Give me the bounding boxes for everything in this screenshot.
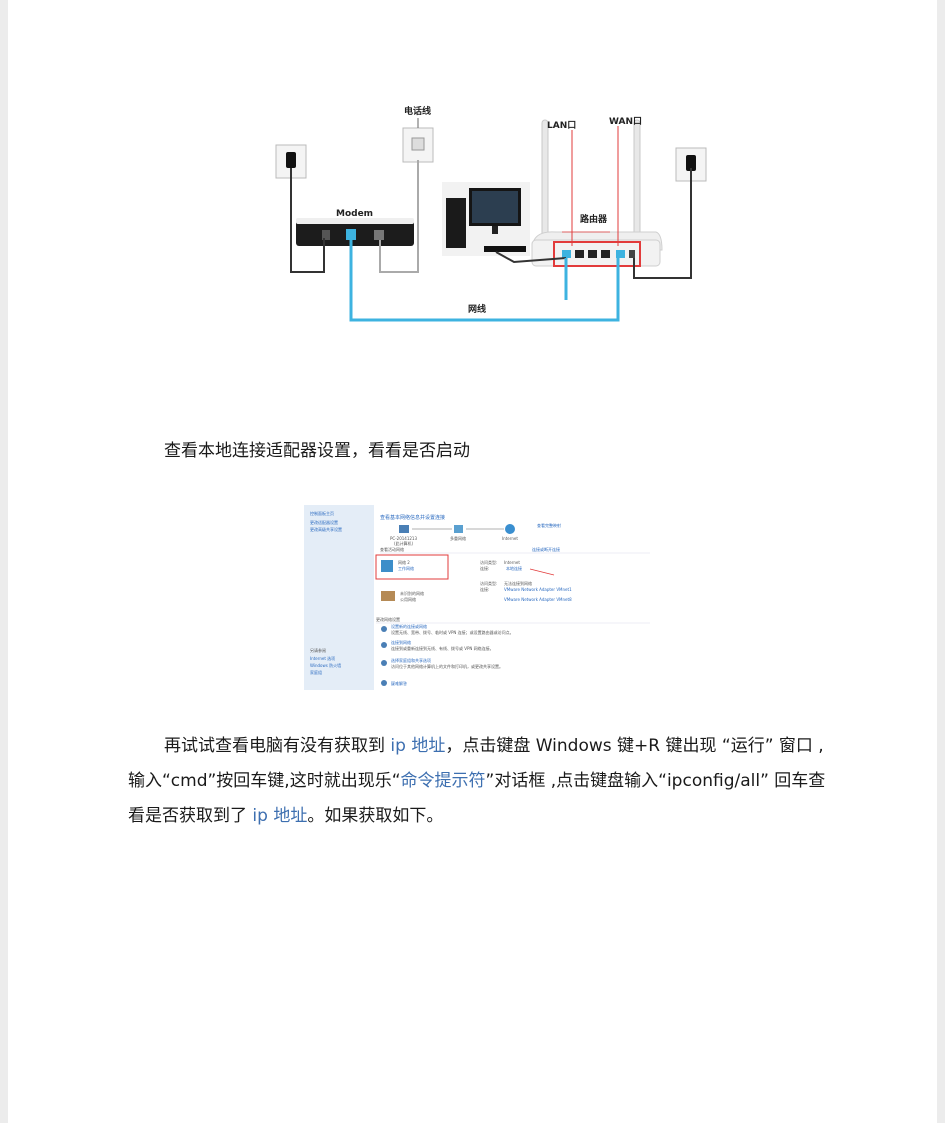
network-bench-icon xyxy=(381,560,393,572)
local-connection-link: 本地连接 xyxy=(506,565,522,571)
change-settings-heading: 更改网络设置 xyxy=(376,616,400,622)
network-sharing-center-screenshot: 控制面板主页 更改适配器设置 更改高级共享设置 另请参阅 Internet 选项… xyxy=(304,505,656,690)
connections-label: 连接: xyxy=(480,565,489,571)
access-type-label-2: 访问类型: xyxy=(480,580,497,586)
mid-node-label: 多重网络 xyxy=(450,535,466,541)
paragraph-adapter-settings: 查看本地连接适配器设置，看看是否启动 xyxy=(164,441,470,461)
task2-desc: 连接到或重新连接到无线、有线、拨号或 VPN 网络连接。 xyxy=(391,645,494,651)
command-prompt-link[interactable]: 命令提示符 xyxy=(400,771,486,791)
multi-network-node-icon xyxy=(454,525,463,533)
network2-type: 公用网络 xyxy=(400,596,416,602)
access-type-value-2: 无法连接到网络 xyxy=(504,580,532,586)
sidebar-homegroup: 家庭组 xyxy=(310,669,322,675)
screenshot-title: 查看基本网络信息并设置连接 xyxy=(380,514,445,521)
vmnet8-link: VMware Network Adapter VMnet8 xyxy=(504,597,572,602)
document-page: 电话线 Modem xyxy=(8,0,937,1123)
p2-text-4: 。如果获取如下。 xyxy=(307,806,444,826)
p2-text-1: 再试试查看电脑有没有获取到 xyxy=(164,736,391,756)
pc-node-icon xyxy=(399,525,409,533)
network-highlight-box xyxy=(375,554,449,580)
p2-text-2: ，点击键盘 Windows 键+R 键出现 “运行” 窗口 ,输入“cmd”按回… xyxy=(128,736,824,791)
cable-label: 网线 xyxy=(468,303,486,315)
phone-line-label: 电话线 xyxy=(404,105,431,117)
sidebar-sharing-link: 更改高级共享设置 xyxy=(310,526,342,532)
task3-desc: 访问位于其他网络计算机上的文件和打印机，或更改共享设置。 xyxy=(391,663,503,669)
sidebar-firewall: Windows 防火墙 xyxy=(310,662,341,668)
lan-port-label: LAN口 xyxy=(547,120,576,131)
sidebar-home-link: 控制面板主页 xyxy=(310,510,334,516)
task1-title: 设置新的连接或网络 xyxy=(391,623,427,629)
active-networks-heading: 查看活动网络 xyxy=(380,546,404,552)
access-type-label: 访问类型: xyxy=(480,559,497,565)
vmnet1-link: VMware Network Adapter VMnet1 xyxy=(504,587,572,592)
pc-node-label: PC-20141213 xyxy=(390,536,417,541)
network-wiring-diagram: 电话线 Modem xyxy=(275,105,707,322)
screenshot-sidebar xyxy=(304,505,374,690)
connections-label-2: 连接: xyxy=(480,586,489,592)
sidebar-see-also: 另请参阅 xyxy=(310,647,326,653)
full-map-link: 查看完整映射 xyxy=(537,522,561,528)
wan-port-label: WAN口 xyxy=(609,116,642,127)
task2-title: 连接到网络 xyxy=(391,639,411,645)
pc-node-sublabel: (此计算机) xyxy=(394,540,414,546)
task4-title: 疑难解答 xyxy=(391,680,407,686)
public-network-icon xyxy=(381,591,395,601)
task3-title: 选择家庭组和共享选项 xyxy=(391,657,431,663)
network1-type: 工作网络 xyxy=(398,565,414,571)
ip-address-link-2[interactable]: ip 地址 xyxy=(252,806,308,826)
network2-name: 未识别的网络 xyxy=(400,590,424,596)
internet-node-label: Internet xyxy=(502,536,518,541)
paragraph-ip-check: 再试试查看电脑有没有获取到 ip 地址，点击键盘 Windows 键+R 键出现… xyxy=(128,729,840,834)
modem-label: Modem xyxy=(336,209,373,219)
connect-disconnect-link: 连接或断开连接 xyxy=(532,546,560,552)
router-label: 路由器 xyxy=(580,213,608,225)
ip-address-link-1[interactable]: ip 地址 xyxy=(390,736,446,756)
sidebar-adapter-link: 更改适配器设置 xyxy=(310,519,338,525)
p2-text-3: ”对话框 ,点击键盘输入“ipconfig/all” 回车查看是否获取到了 xyxy=(128,771,826,826)
internet-globe-icon xyxy=(505,524,515,534)
router-icon xyxy=(531,119,663,267)
access-type-value: Internet xyxy=(504,560,520,565)
computer-icon xyxy=(442,182,530,256)
sidebar-internet-options: Internet 选项 xyxy=(310,655,335,661)
modem-icon xyxy=(296,218,414,246)
task1-desc: 设置无线、宽带、拨号、临时或 VPN 连接；或设置路由器或访问点。 xyxy=(391,629,514,635)
network1-name: 网络 2 xyxy=(398,559,410,565)
